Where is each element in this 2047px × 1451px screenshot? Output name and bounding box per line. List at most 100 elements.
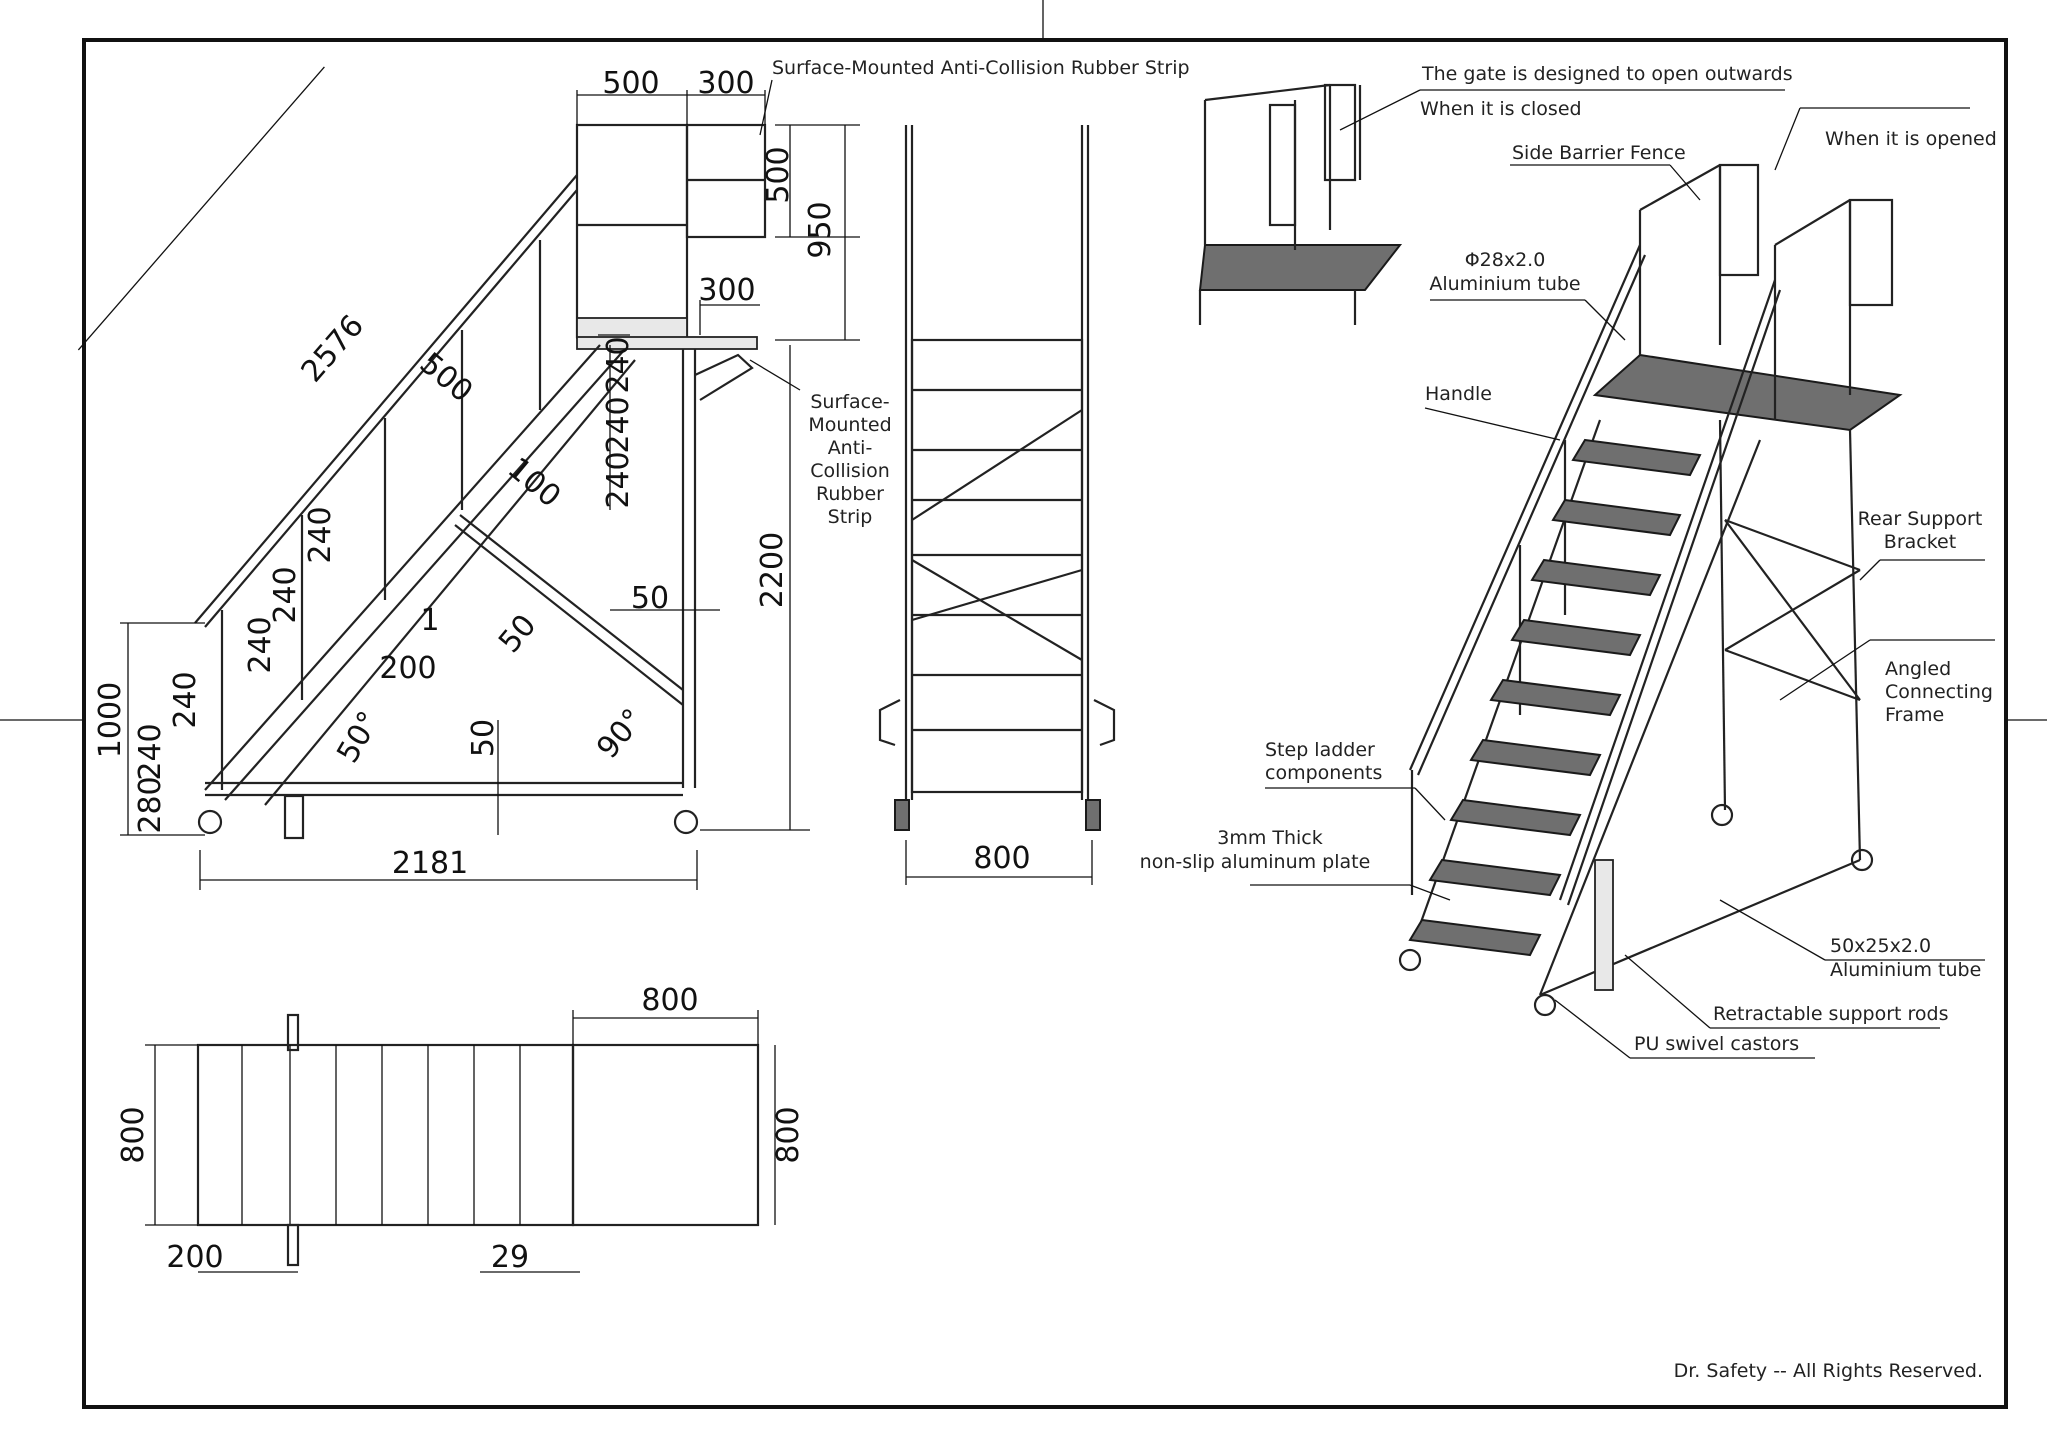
dim-plan-platform-length: 800 (641, 983, 698, 1018)
label-frame-tube-spec: 50x25x2.0 (1830, 935, 1931, 957)
iso-step-3 (1449, 798, 1582, 837)
iso-castor-1 (1398, 948, 1422, 972)
label-tube-material: Aluminium tube (1429, 273, 1580, 295)
dim-plan-29: 29 (491, 1240, 529, 1275)
dim-plan-platform-width: 800 (771, 1106, 806, 1163)
label-gate-closed: When it is closed (1420, 98, 1582, 120)
dim-step-rise-6: 240 (243, 616, 278, 673)
dim-step-depth: 100 (501, 451, 567, 515)
iso-rear-leg (1848, 429, 1862, 861)
dim-gate-height: 500 (761, 146, 796, 203)
dim-guard-height: 950 (803, 201, 838, 258)
front-cross-brace (911, 409, 1083, 521)
side-handrail (194, 174, 578, 624)
dim-step-rise-8: 240 (133, 723, 168, 780)
iso-stringer-right (1538, 439, 1762, 996)
dim-step-rise-3: 240 (601, 451, 636, 508)
sheet-border (82, 38, 2008, 1409)
dim-front-width: 800 (973, 841, 1030, 876)
iso-handrail-left (1408, 244, 1642, 771)
dim-base-length: 2181 (392, 846, 468, 881)
dim-gate-width: 300 (697, 66, 754, 101)
side-support-rod (283, 794, 305, 840)
iso-main-view (1398, 163, 1903, 1017)
plan-support-rod-top (286, 1013, 300, 1052)
dim-step-rise-5: 240 (268, 566, 303, 623)
inset-gate (1323, 83, 1357, 182)
iso-step-9 (1571, 438, 1702, 477)
iso-step-6 (1510, 618, 1642, 657)
side-view: 500 300 500 950 300 2200 2576 500 100 24… (77, 57, 1190, 890)
iso-rear-support-bracket (1724, 518, 1861, 572)
plan-view: 800 800 800 200 29 (116, 983, 806, 1275)
label-rear-support-1: Rear Support (1858, 508, 1983, 530)
iso-gate-inset (1198, 83, 1403, 325)
iso-stringer-left (1418, 419, 1602, 926)
iso-step-8 (1551, 498, 1682, 537)
dim-handrail-height: 1000 (93, 682, 128, 758)
angle-rear: 90° (590, 702, 651, 765)
iso-platform (1592, 353, 1903, 432)
dim-platform-height: 2200 (755, 532, 790, 608)
dim-50-brace: 50 (492, 608, 543, 660)
label-rubber-strip-side-4: Collision (810, 460, 890, 482)
dim-plan-stair-width: 800 (116, 1106, 151, 1163)
iso-base-frame (1539, 858, 1861, 997)
side-diagonal-brace (454, 524, 684, 706)
dim-step-rise-4: 240 (303, 506, 338, 563)
dim-handrail-length: 2576 (295, 308, 372, 389)
label-handle: Handle (1425, 383, 1492, 405)
dim-step-rise-7: 240 (168, 671, 203, 728)
front-view: 800 (878, 125, 1116, 885)
label-rear-support-2: Bracket (1884, 531, 1956, 553)
label-gate-note: The gate is designed to open outwards (1421, 63, 1793, 85)
label-rubber-strip-top: Surface-Mounted Anti-Collision Rubber St… (772, 57, 1190, 79)
side-castor-rear (673, 809, 699, 835)
front-castor-right (1085, 799, 1101, 831)
label-rubber-strip-side-1: Surface- (810, 391, 889, 413)
label-step-ladder-1: Step ladder (1265, 739, 1375, 761)
inset-platform (1198, 244, 1403, 291)
label-angled-frame-1: Angled (1885, 658, 1951, 680)
dim-base-height: 280 (133, 776, 168, 833)
label-step-ladder-2: components (1265, 762, 1382, 784)
iso-castor-3 (1850, 848, 1874, 872)
iso-step-7 (1530, 558, 1662, 597)
label-side-barrier: Side Barrier Fence (1512, 142, 1686, 164)
label-support-rods: Retractable support rods (1713, 1003, 1949, 1025)
label-plate-1: 3mm Thick (1217, 827, 1323, 849)
copyright-footer: Dr. Safety -- All Rights Reserved. (1674, 1360, 1983, 1382)
label-gate-opened: When it is opened (1825, 128, 1997, 150)
dim-one: 1 (420, 603, 439, 638)
iso-castor-4 (1710, 803, 1734, 827)
iso-castor-2 (1533, 993, 1557, 1017)
front-castor-left (894, 799, 910, 831)
side-platform-deck (576, 336, 758, 350)
side-platform-guard (575, 123, 689, 339)
dim-50-top: 50 (631, 581, 669, 616)
plan-support-rod-bottom (286, 1223, 300, 1267)
dim-200: 200 (379, 651, 436, 686)
iso-step-2 (1428, 858, 1562, 897)
label-castors: PU swivel castors (1634, 1033, 1799, 1055)
iso-support-rod (1594, 859, 1614, 991)
iso-step-4 (1469, 738, 1602, 777)
side-rear-bracket (694, 353, 754, 401)
label-plate-2: non-slip aluminum plate (1140, 851, 1371, 873)
label-frame-tube-material: Aluminium tube (1830, 959, 1981, 981)
dim-bracket-width: 300 (698, 273, 755, 308)
dim-step-rise-1: 240 (601, 336, 636, 393)
iso-labels: The gate is designed to open outwards Wh… (1140, 63, 1997, 1059)
dim-plan-200: 200 (166, 1240, 223, 1275)
front-frame (910, 338, 1084, 794)
iso-handrail-right (1558, 279, 1777, 901)
iso-step-5 (1489, 678, 1622, 717)
label-rubber-strip-side-5: Rubber (816, 483, 884, 505)
label-rubber-strip-side-3: Anti- (828, 437, 873, 459)
label-angled-frame-3: Frame (1885, 704, 1944, 726)
dim-platform-width: 500 (602, 66, 659, 101)
label-angled-frame-2: Connecting (1885, 681, 1993, 703)
iso-gate-open (1718, 163, 1760, 277)
